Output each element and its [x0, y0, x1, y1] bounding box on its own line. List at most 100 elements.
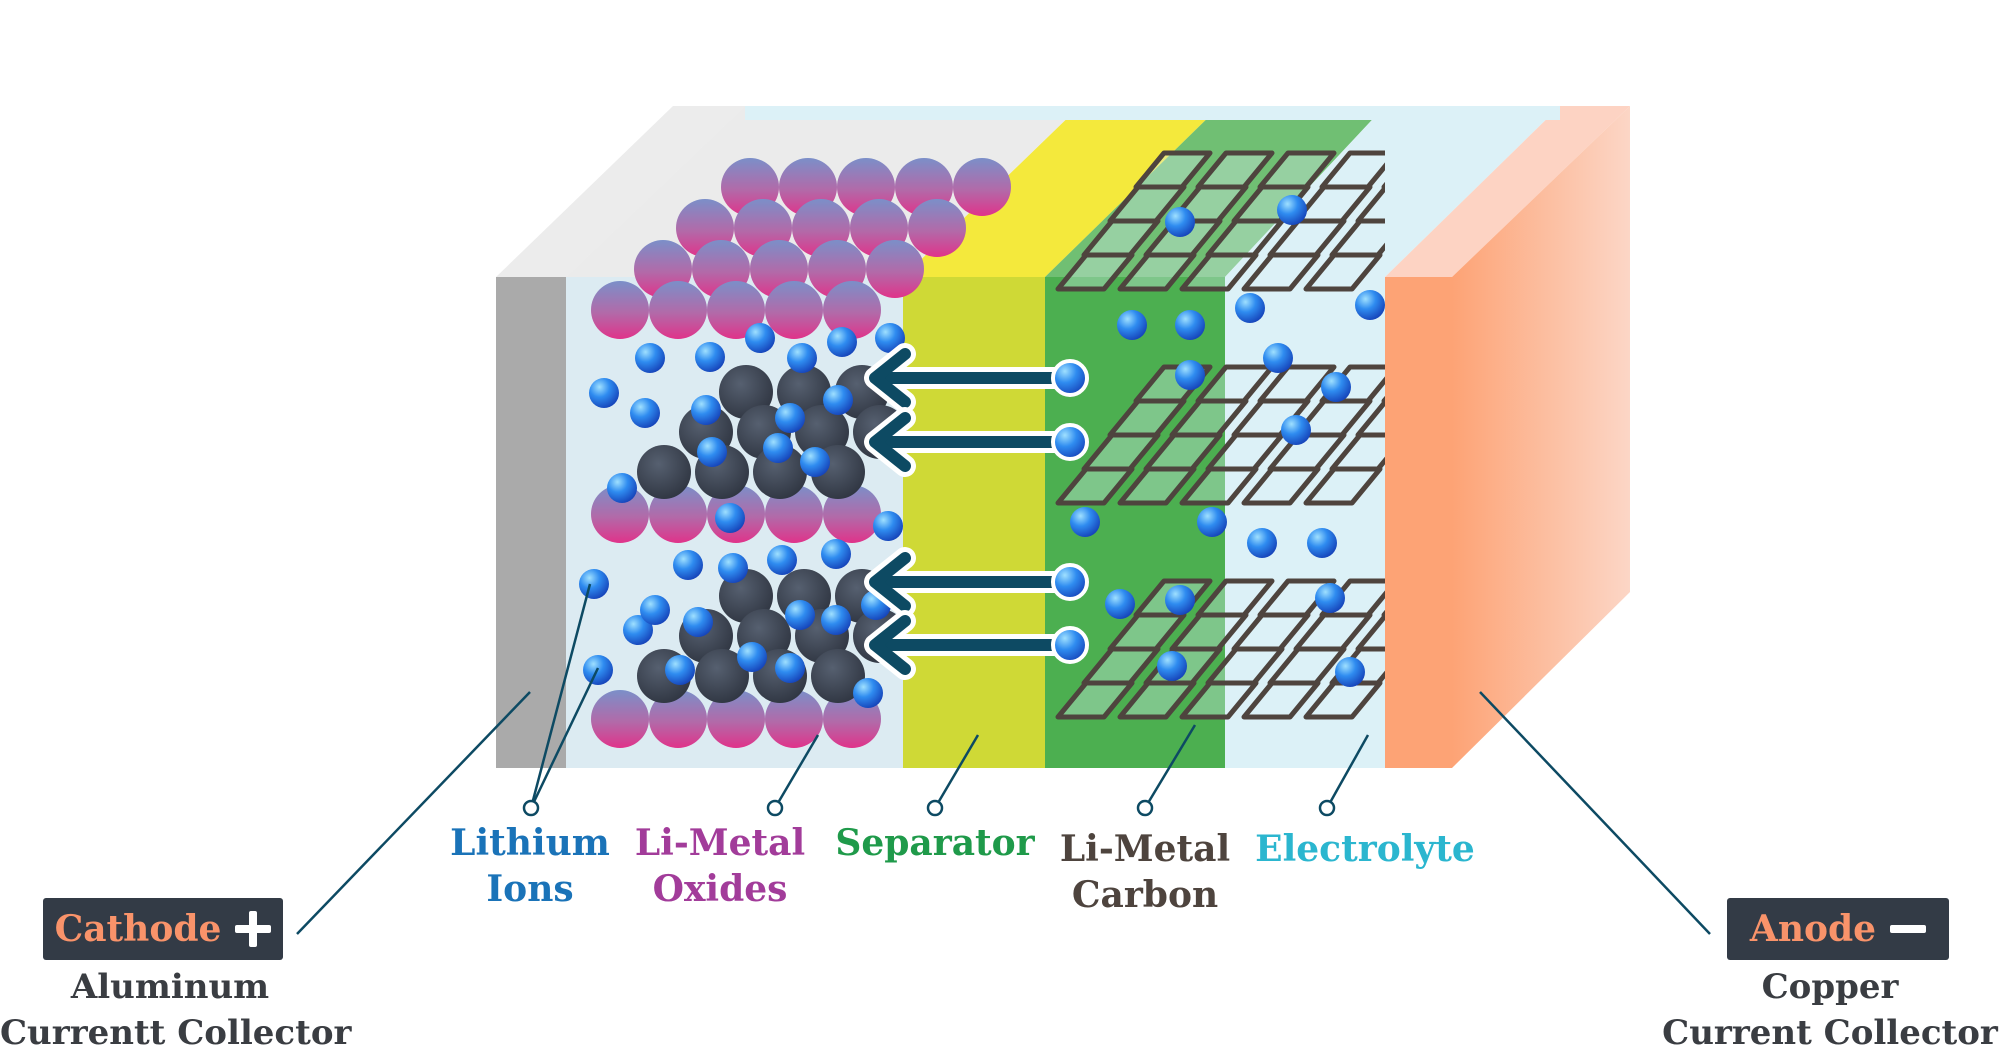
lithium-ion	[1247, 528, 1277, 558]
oxide-sphere	[765, 690, 823, 748]
lithium-ion	[1307, 528, 1337, 558]
lithium-ion	[1117, 310, 1147, 340]
anode-tag: Anode	[1727, 898, 1949, 960]
lithium-ion	[767, 545, 797, 575]
oxide-sphere	[649, 281, 707, 339]
oxide-sphere	[707, 690, 765, 748]
hexagon	[1257, 150, 1337, 190]
oxide-sphere	[765, 281, 823, 339]
anode-collector-label: Copper Current Collector	[1660, 964, 2000, 1048]
lithium-ion	[691, 395, 721, 425]
lithium-ion	[1281, 415, 1311, 445]
lithium-ion	[589, 378, 619, 408]
oxide-sphere	[649, 690, 707, 748]
dark-sphere	[637, 445, 691, 499]
aluminum-collector	[496, 277, 566, 768]
lithium-ion	[1070, 507, 1100, 537]
lithium-ion	[775, 653, 805, 683]
li-metal-oxide-spheres	[591, 158, 1011, 748]
leader-lines	[296, 583, 1711, 935]
plus-icon	[235, 911, 272, 947]
lithium-ion	[607, 473, 637, 503]
lithium-ion	[823, 385, 853, 415]
lithium-ion	[785, 600, 815, 630]
lithium-ion	[1175, 310, 1205, 340]
oxide-sphere	[649, 485, 707, 543]
li-metal-oxides-label: Li-Metal Oxides	[620, 820, 820, 912]
ion-arrow-icon	[864, 610, 1089, 680]
oxide-sphere	[591, 485, 649, 543]
lithium-ion	[873, 511, 903, 541]
li-metal-oxides-line1: Li-Metal	[634, 822, 806, 864]
dark-sphere	[811, 649, 865, 703]
hexagon	[1381, 181, 1385, 190]
dark-sphere	[753, 445, 807, 499]
li-metal-carbon-line2: Carbon	[1071, 874, 1219, 916]
copper-side-face	[1452, 106, 1630, 768]
oxide-sphere	[866, 240, 924, 298]
lithium-ion	[640, 595, 670, 625]
lithium-ion	[623, 615, 653, 645]
lithium-ion	[665, 655, 695, 685]
cathode-tag-text: Cathode	[54, 908, 222, 950]
lithium-ion	[695, 342, 725, 372]
oxide-sphere	[591, 281, 649, 339]
oxide-sphere	[591, 690, 649, 748]
hexagon	[1195, 578, 1275, 618]
hexagon	[1195, 364, 1275, 404]
anode-collector-line1: Copper	[1761, 967, 1899, 1007]
cathode-collector-label: Aluminum Currentt Collector	[0, 964, 352, 1048]
lithium-ion	[635, 343, 665, 373]
lithium-ion	[1355, 290, 1385, 320]
lithium-ion-spheres	[579, 195, 1385, 708]
lithium-ion	[827, 327, 857, 357]
lithium-ion	[1315, 583, 1345, 613]
lithium-ion	[775, 403, 805, 433]
cathode-collector-line1: Aluminum	[70, 967, 270, 1007]
hexagon	[1381, 609, 1385, 618]
anode-tag-text: Anode	[1749, 908, 1877, 950]
lithium-ion	[1235, 293, 1265, 323]
minus-icon	[1890, 911, 1927, 947]
cathode-tag: Cathode	[43, 898, 283, 960]
ion-arrow-icon	[864, 343, 1089, 413]
ion-arrow-icon	[864, 547, 1089, 617]
oxide-sphere	[823, 485, 881, 543]
lithium-ion	[875, 323, 905, 353]
lithium-ion	[697, 437, 727, 467]
lithium-ion	[853, 678, 883, 708]
hexagon	[1355, 612, 1385, 652]
lithium-ion	[1263, 343, 1293, 373]
li-metal-carbon-line1: Li-Metal	[1059, 828, 1231, 870]
li-metal-oxides-line2: Oxides	[652, 868, 788, 910]
lithium-ions-label: Lithium Ions	[440, 820, 620, 912]
oxide-sphere	[707, 281, 765, 339]
oxide-sphere	[765, 485, 823, 543]
li-metal-carbon-label: Li-Metal Carbon	[1045, 826, 1245, 918]
ion-arrow-icon	[864, 407, 1089, 477]
lithium-ion	[821, 605, 851, 635]
hexagon	[1195, 150, 1275, 190]
hexagon	[1355, 398, 1385, 438]
lithium-ion	[1165, 207, 1195, 237]
separator-label: Separator	[830, 820, 1040, 866]
lithium-ion	[787, 343, 817, 373]
hexagon	[1355, 184, 1385, 224]
lithium-ion	[1105, 589, 1135, 619]
lithium-ion	[1321, 372, 1351, 402]
lithium-ion	[1197, 507, 1227, 537]
lithium-ions-line2: Ions	[486, 868, 574, 910]
lithium-ion	[1175, 360, 1205, 390]
copper-collector	[1385, 277, 1452, 768]
lithium-ion	[821, 539, 851, 569]
lithium-ion	[579, 569, 609, 599]
lithium-ion	[737, 642, 767, 672]
cathode-collector-line2: Currentt Collector	[0, 1013, 352, 1048]
lithium-ion	[715, 503, 745, 533]
electrolyte-text: Electrolyte	[1255, 828, 1475, 870]
lithium-ion	[1157, 651, 1187, 681]
hexagon	[1381, 395, 1385, 404]
oxide-sphere	[908, 199, 966, 257]
